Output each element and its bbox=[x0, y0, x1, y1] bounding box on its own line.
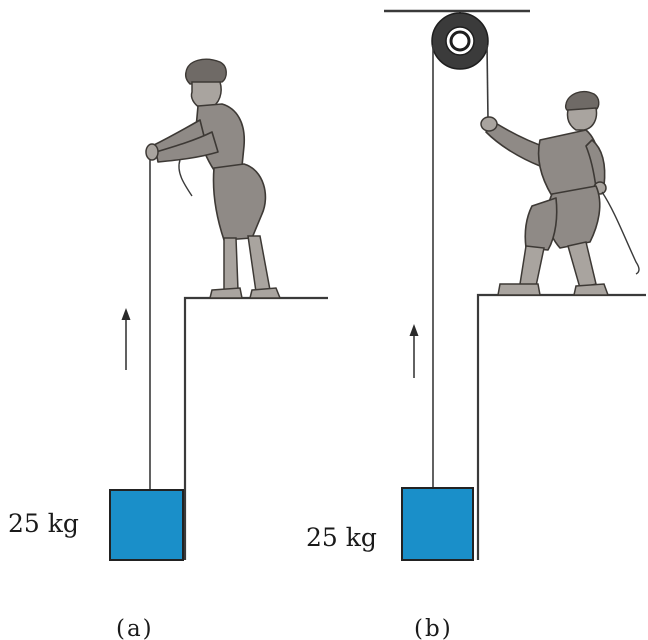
platform-b bbox=[476, 293, 646, 560]
caption-a: (a) bbox=[116, 616, 154, 640]
platform-a bbox=[183, 296, 328, 560]
panel-b: 25 kg (b) bbox=[306, 9, 646, 640]
pulley-icon bbox=[431, 12, 489, 70]
mass-label-a: 25 kg bbox=[8, 509, 79, 538]
arrow-up-icon bbox=[409, 324, 419, 378]
man-pulling-icon bbox=[145, 58, 282, 299]
arrow-up-icon bbox=[121, 308, 131, 370]
man-pulling-icon bbox=[480, 90, 640, 296]
mass-label-b: 25 kg bbox=[306, 523, 377, 552]
caption-b: (b) bbox=[414, 616, 453, 640]
mass-block-b bbox=[401, 487, 474, 561]
mass-block-a bbox=[109, 489, 184, 561]
panel-a: 25 kg (a) bbox=[8, 58, 328, 640]
rope-b-pull bbox=[486, 44, 489, 121]
